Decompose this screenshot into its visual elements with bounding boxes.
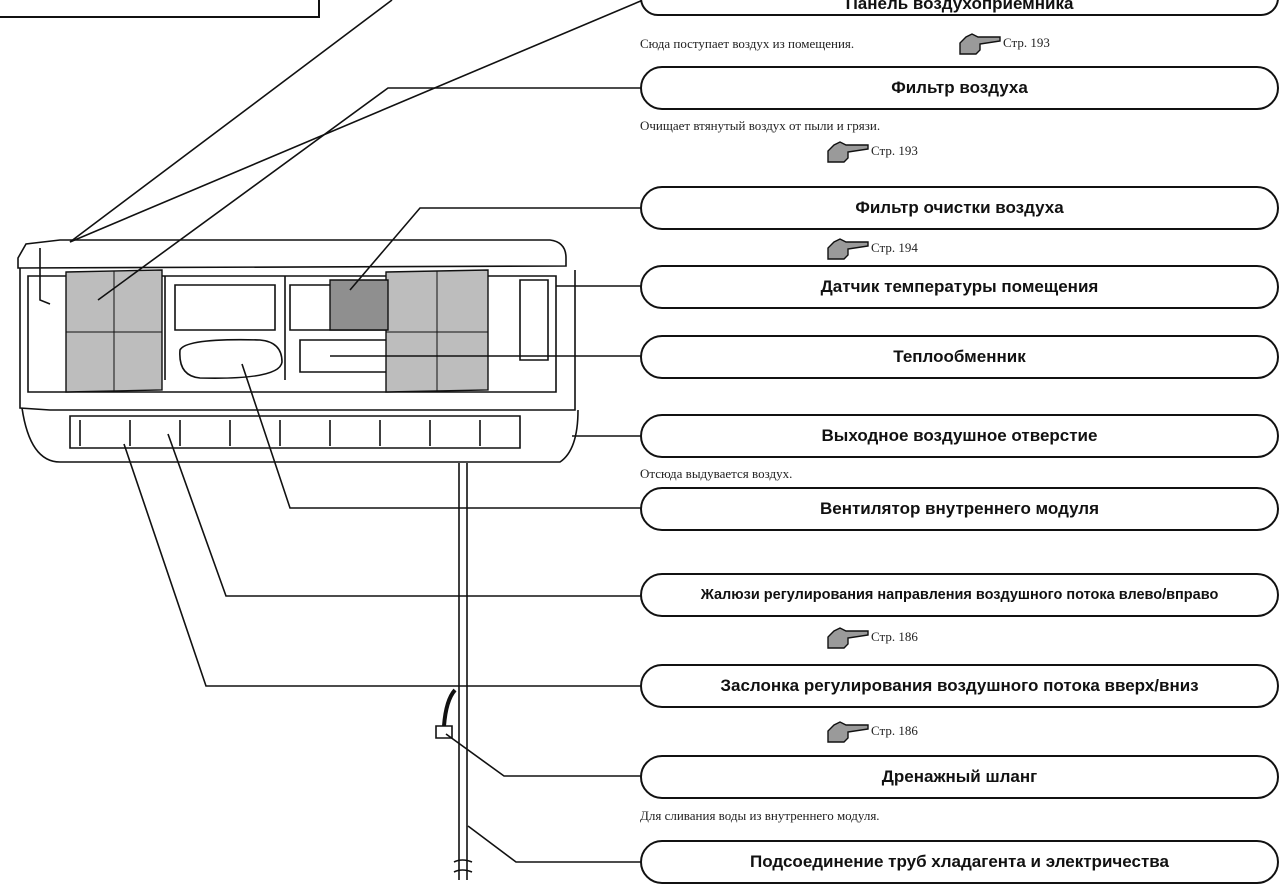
callout-purifying-filter-label: Фильтр очистки воздуха [855,198,1064,217]
refrigerant-pipe [458,463,468,880]
callout-lr-louvers-label: Жалюзи регулирования направления воздушн… [700,587,1219,603]
callout-air-outlet-label: Выходное воздушное отверстие [821,426,1098,445]
leader-lr-louvers [167,433,643,597]
leader-ud-flap [123,443,643,687]
ref-filter-text: Стр. 193 [871,143,918,158]
ref-purifying-text: Стр. 194 [871,240,918,255]
callout-drain-hose: Дренажный шланг [640,755,1279,799]
note-drain: Для сливания воды из внутреннего модуля. [640,808,880,823]
pointing-hand-icon [959,33,1001,55]
callout-purifying-filter: Фильтр очистки воздуха [640,186,1279,230]
callout-lr-louvers: Жалюзи регулирования направления воздушн… [640,573,1279,617]
pipe-break [453,859,473,873]
filter-right-grid [386,271,488,391]
front-bottom [21,407,579,463]
callout-intake-panel-label: Панель воздухоприемника [845,0,1074,13]
note-outlet: Отсюда выдувается воздух. [640,466,793,481]
callout-indoor-fan-label: Вентилятор внутреннего модуля [819,499,1100,518]
callout-air-filter: Фильтр воздуха [640,66,1279,110]
inner-block-left [174,284,276,331]
unit-body [19,268,576,411]
note-filter: Очищает втянутый воздух от пыли и грязи. [640,118,881,133]
callout-ud-flap: Заслонка регулирования воздушного потока… [640,664,1279,708]
louver-blades [79,420,481,446]
pointing-hand-icon [827,721,869,743]
callout-room-temp-sensor: Датчик температуры помещения [640,265,1279,309]
callout-piping-connection-label: Подсоединение труб хладагента и электрич… [750,852,1169,871]
callout-piping-connection: Подсоединение труб хладагента и электрич… [640,840,1279,884]
callout-room-temp-sensor-label: Датчик температуры помещения [820,277,1099,296]
ref-flap[interactable]: Стр. 186 [826,718,918,744]
callout-intake-panel: Панель воздухоприемника [640,0,1279,16]
leader-air-filter [97,87,643,301]
pointing-hand-icon [827,627,869,649]
sensor-housing [519,279,549,361]
ref-filter[interactable]: Стр. 193 [826,138,918,164]
callout-air-outlet: Выходное воздушное отверстие [640,414,1279,458]
outlet-slot [69,415,521,449]
filter-left-grid [66,271,162,391]
ref-purifying[interactable]: Стр. 194 [826,235,918,261]
leader-drain-hose [445,733,643,777]
callout-ud-flap-label: Заслонка регулирования воздушного потока… [720,676,1199,695]
fan-cylinder [179,338,283,379]
ref-louvers-text: Стр. 186 [871,629,918,644]
panel-hinge-left [39,248,51,305]
ref-flap-text: Стр. 186 [871,723,918,738]
drain-hose-shape [442,688,457,727]
purifying-filter-shape [329,279,389,331]
ref-louvers[interactable]: Стр. 186 [826,624,918,650]
header-box [0,0,320,18]
pointing-hand-icon [827,141,869,163]
leader-purifying-filter [349,207,643,291]
ref-intake[interactable]: Стр. 193 [958,30,1050,56]
ref-intake-text: Стр. 193 [1003,35,1050,50]
unit-frame [27,275,557,393]
leader-piping [467,825,643,863]
leader-indoor-fan [241,363,643,509]
callout-heat-exchanger: Теплообменник [640,335,1279,379]
callout-indoor-fan: Вентилятор внутреннего модуля [640,487,1279,531]
intake-panel-shape [17,239,567,269]
callout-drain-hose-label: Дренажный шланг [881,767,1038,786]
callout-air-filter-label: Фильтр воздуха [891,78,1028,97]
callout-heat-exchanger-label: Теплообменник [893,347,1026,366]
pointing-hand-icon [827,238,869,260]
leader-intake-panel [69,0,644,243]
note-intake: Сюда поступает воздух из помещения. [640,36,855,51]
